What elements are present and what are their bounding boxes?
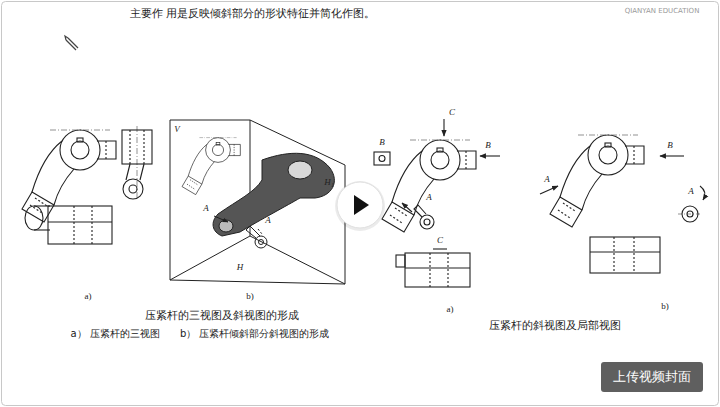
oblique-view-drawing-part	[405, 267, 470, 268]
subfigure-label: b)	[661, 302, 669, 312]
plane-letter: V	[174, 125, 180, 135]
subfigure-label: b)	[246, 292, 254, 302]
oblique-view-drawing-part	[429, 253, 430, 287]
partial-view-drawing	[540, 135, 705, 273]
oblique-projection-drawing-part	[288, 161, 312, 179]
play-button-part	[337, 182, 383, 228]
figure-caption: 压紧杆的斜视图及局部视图	[489, 320, 621, 332]
three-view-drawing-part-part	[122, 130, 152, 164]
three-view-drawing-part-part	[48, 206, 112, 244]
view-letter: C	[437, 236, 443, 246]
partial-view-drawing-part	[633, 237, 634, 273]
oblique-view-drawing-part	[480, 155, 500, 156]
three-view-drawing-part-part	[126, 164, 130, 180]
oblique-projection-drawing-part	[258, 229, 262, 234]
three-view-drawing-part-part	[34, 229, 50, 230]
play-button-part	[354, 195, 369, 215]
oblique-projection-drawing-part	[170, 120, 171, 280]
subfigure-label: a)	[85, 292, 92, 302]
three-view-drawing-part-part	[129, 185, 137, 193]
view-letter: B	[485, 141, 491, 151]
watermark: QIANYAN EDUCATION	[625, 8, 700, 16]
three-view-drawing-part-part	[129, 130, 130, 164]
oblique-view-drawing-part	[443, 119, 444, 136]
view-letter: A	[544, 175, 550, 185]
oblique-view-drawing-part	[382, 140, 476, 232]
oblique-projection-drawing-part	[182, 138, 240, 195]
view-letter: A	[203, 204, 209, 214]
oblique-projection-drawing-part	[259, 240, 264, 245]
oblique-projection-drawing-part	[213, 153, 334, 236]
oblique-projection-drawing-part	[219, 220, 233, 232]
three-view-drawing-part-part	[34, 205, 50, 206]
pencil-icon	[65, 36, 78, 50]
partial-view-drawing-part	[700, 186, 705, 200]
view-letter: A	[688, 187, 694, 197]
oblique-view-drawing-part	[420, 215, 434, 229]
partial-view-drawing-part	[590, 237, 660, 273]
oblique-projection-drawing-part	[246, 226, 260, 238]
view-letter: A	[426, 193, 432, 203]
subfigure-label: a)	[447, 305, 454, 315]
three-view-drawing-part	[25, 126, 152, 244]
partial-view-drawing-part	[613, 237, 614, 273]
oblique-view-drawing-part	[424, 219, 430, 225]
oblique-projection-drawing-part-part	[182, 138, 240, 195]
oblique-projection-drawing-part	[255, 236, 267, 248]
partial-view-drawing-part	[678, 214, 702, 215]
button-label: 上传视频封面	[613, 368, 691, 386]
partial-view-drawing-part	[590, 251, 660, 252]
view-letter: C	[449, 108, 455, 118]
heading-text: 主要作 用是反映倾斜部分的形状特征并简化作图。	[130, 8, 376, 20]
oblique-view-drawing-part	[396, 255, 405, 267]
pencil-icon-part	[68, 38, 78, 48]
view-letter: A	[265, 216, 271, 226]
plane-letter: H	[237, 263, 244, 273]
three-view-drawing-part-part	[140, 164, 144, 180]
upload-cover-button: 上传视频封面	[601, 362, 703, 392]
subfigure-caption: a） 压紧杆的三视图 b） 压紧杆倾斜部分斜视图的形成	[71, 328, 330, 339]
three-view-drawing-part-part	[25, 206, 43, 230]
view-letter: B	[379, 138, 385, 148]
oblique-view-drawing	[374, 119, 500, 287]
three-view-drawing-part-part	[73, 206, 74, 244]
three-view-drawing-part-part	[123, 179, 143, 199]
partial-view-drawing-part	[550, 135, 644, 227]
oblique-view-drawing-part	[374, 152, 390, 165]
oblique-view-drawing-part	[405, 253, 470, 287]
oblique-projection-drawing-part	[214, 216, 228, 222]
three-view-drawing-part-part	[48, 221, 112, 222]
oblique-projection-drawing-part	[170, 280, 345, 284]
oblique-view-drawing-part	[402, 203, 412, 212]
three-view-drawing	[22, 126, 152, 244]
plane-letter: H₁	[324, 178, 334, 188]
oblique-projection-drawing-part	[170, 236, 250, 280]
play-button-part	[335, 181, 385, 231]
figure-caption: 压紧杆的三视图及斜视图的形成	[145, 310, 299, 322]
three-view-drawing-part	[22, 130, 116, 222]
three-view-drawing-part-part	[143, 130, 144, 164]
oblique-projection-drawing	[170, 120, 345, 284]
three-view-drawing-part-part	[91, 206, 92, 244]
oblique-view-drawing-part	[433, 248, 447, 249]
partial-view-drawing-part	[660, 155, 684, 156]
oblique-view-drawing-part	[447, 253, 448, 287]
play-button	[335, 181, 385, 231]
view-letter: B	[667, 141, 673, 151]
oblique-view-drawing-part	[379, 156, 385, 162]
oblique-view-drawing-part	[414, 205, 426, 217]
partial-view-drawing-part	[540, 186, 558, 194]
pencil-icon-part	[65, 36, 68, 40]
